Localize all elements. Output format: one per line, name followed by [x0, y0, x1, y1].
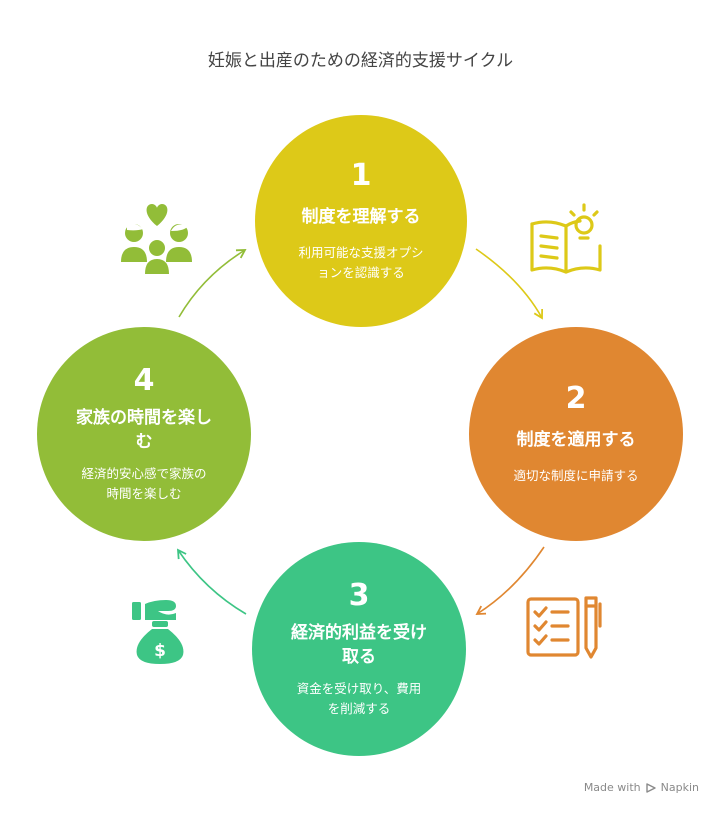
step-2-number: 2 [565, 381, 587, 416]
step-1-desc-line-2: ョンを認識する [317, 265, 405, 280]
book-lightbulb-icon [530, 203, 602, 274]
step-4-heading-line-2: む [135, 432, 153, 452]
arrow-4-to-1 [178, 249, 247, 318]
checklist-pen-icon [526, 596, 602, 659]
step-4-heading-line-1: 家族の時間を楽し [76, 408, 212, 428]
svg-text:$: $ [154, 641, 166, 661]
step-2-heading: 制度を適用する [516, 430, 636, 450]
step-1-heading: 制度を理解する [301, 207, 421, 227]
step-3-heading-line-1: 経済的利益を受け [291, 623, 427, 643]
step-3-desc-line-2: を削減する [327, 701, 391, 716]
step-4-circle: 4 家族の時間を楽し む 経済的安心感で家族の 時間を楽しむ [37, 327, 251, 541]
step-4-desc-line-1: 経済的安心感で家族の [81, 466, 207, 481]
step-1-desc-line-1: 利用可能な支援オプシ [298, 245, 424, 260]
step-3-heading-line-2: 取る [342, 647, 376, 667]
step-3-desc-line-1: 資金を受け取り、費用 [296, 681, 422, 696]
napkin-logo-icon [645, 782, 656, 793]
step-3-circle: 3 経済的利益を受け 取る 資金を受け取り、費用 を削減する [252, 542, 466, 756]
step-3-heading: 経済的利益を受け 取る [291, 621, 427, 669]
step-1-number: 1 [350, 158, 372, 193]
step-1-circle: 1 制度を理解する 利用可能な支援オプシ ョンを認識する [255, 115, 467, 327]
arrow-3-to-4 [176, 548, 247, 615]
step-1-description: 利用可能な支援オプシ ョンを認識する [298, 243, 423, 283]
step-3-description: 資金を受け取り、費用 を削減する [297, 679, 422, 719]
made-with-credit[interactable]: Made with Napkin [584, 781, 699, 794]
money-bag-hand-icon: $ [132, 600, 184, 664]
step-4-description: 経済的安心感で家族の 時間を楽しむ [81, 464, 206, 504]
step-2-circle: 2 制度を適用する 適切な制度に申請する [469, 327, 683, 541]
diagram-title: 妊娠と出産のための経済的支援サイクル [207, 51, 514, 71]
family-heart-icon [121, 204, 192, 274]
step-4-heading: 家族の時間を楽し む [76, 406, 212, 454]
arrow-2-to-3 [475, 546, 545, 615]
step-4-desc-line-2: 時間を楽しむ [106, 486, 182, 501]
made-with-label: Made with [583, 781, 641, 794]
napkin-brand-label: Napkin [660, 781, 699, 794]
step-2-desc-line-1: 適切な制度に申請する [513, 468, 639, 483]
arrow-1-to-2 [475, 248, 544, 320]
step-2-description: 適切な制度に申請する [513, 466, 638, 486]
step-4-number: 4 [133, 363, 155, 398]
step-3-number: 3 [348, 578, 370, 613]
